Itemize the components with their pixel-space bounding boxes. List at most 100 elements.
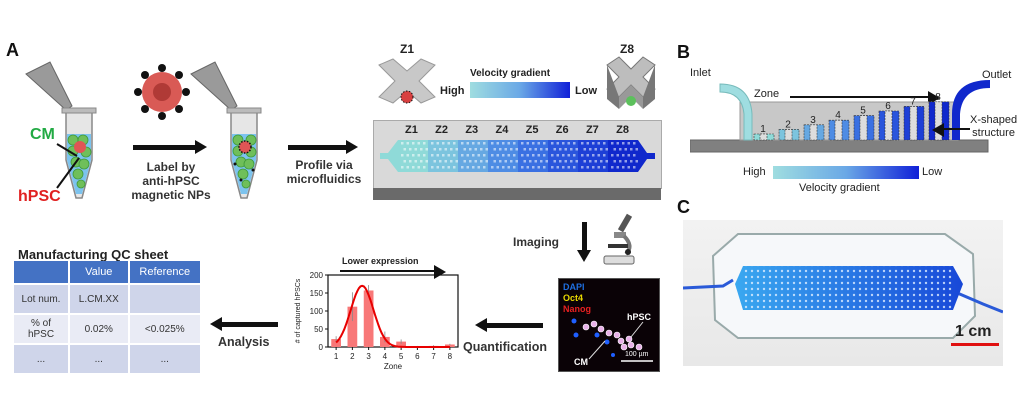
pillar xyxy=(592,154,595,157)
pillar xyxy=(594,160,597,163)
pillar xyxy=(611,142,614,145)
pillar xyxy=(453,154,456,157)
pillar xyxy=(592,142,595,145)
zone-number: 6 xyxy=(885,101,891,112)
pillar xyxy=(581,142,584,145)
pillar xyxy=(420,148,423,151)
pillar xyxy=(532,166,535,169)
pillar xyxy=(491,142,494,145)
pillar xyxy=(466,166,469,169)
chip-outlet xyxy=(638,140,655,172)
x-structure xyxy=(784,129,793,141)
panel-label-a: A xyxy=(6,40,19,60)
y-tick-label: 50 xyxy=(314,325,323,334)
pillar xyxy=(556,142,559,145)
pillar xyxy=(551,166,554,169)
pillar xyxy=(613,148,616,151)
x-tick-label: 8 xyxy=(448,352,453,361)
pillar xyxy=(573,166,576,169)
pillar xyxy=(526,154,529,157)
pillar xyxy=(461,166,464,169)
pillar xyxy=(463,148,466,151)
step4-label: Quantification xyxy=(463,340,548,354)
pillar xyxy=(633,166,636,169)
pillar xyxy=(412,142,415,145)
x-structure xyxy=(859,115,868,141)
qc-cell: L.CM.XX xyxy=(70,285,128,313)
qc-row: % of hPSC 0.02% <0.025% xyxy=(14,315,200,343)
pointer-lines xyxy=(56,143,80,189)
arrow-label-step xyxy=(133,140,207,154)
pillar xyxy=(412,154,415,157)
chip-channel xyxy=(380,140,655,172)
pillar xyxy=(540,160,543,163)
qc-sheet-title: Manufacturing QC sheet xyxy=(18,247,169,262)
pillar xyxy=(553,148,556,151)
pillar xyxy=(425,148,428,151)
zone-label: Z4 xyxy=(495,124,509,136)
pillar xyxy=(447,166,450,169)
pillar xyxy=(477,154,480,157)
step2-label: Profile via microfluidics xyxy=(286,158,362,186)
pillar xyxy=(613,160,616,163)
pillar xyxy=(423,154,426,157)
qc-row: ... ... ... xyxy=(14,345,200,373)
qc-row: Lot num. L.CM.XX xyxy=(14,285,200,313)
pillar xyxy=(633,142,636,145)
pillar xyxy=(605,160,608,163)
pillar xyxy=(423,142,426,145)
pillar xyxy=(466,154,469,157)
zone-number: 8 xyxy=(935,92,941,103)
y-tick-label: 200 xyxy=(310,271,324,280)
pillar xyxy=(559,160,562,163)
x-structure-label: X-shaped structure xyxy=(970,114,1018,139)
pillar xyxy=(507,154,510,157)
pillar xyxy=(480,148,483,151)
zone-number: 1 xyxy=(760,124,766,135)
pillar xyxy=(406,154,409,157)
pillar xyxy=(453,166,456,169)
pillar xyxy=(556,166,559,169)
gradient-title-a: Velocity gradient xyxy=(470,68,551,79)
pillar xyxy=(551,154,554,157)
x-tick-label: 6 xyxy=(415,352,420,361)
y-tick-label: 0 xyxy=(319,343,324,352)
pillar xyxy=(630,148,633,151)
pillar xyxy=(540,148,543,151)
qc-header: Reference xyxy=(129,261,200,283)
gradient-low-b: Low xyxy=(922,166,943,178)
pillar xyxy=(491,166,494,169)
pillar xyxy=(491,154,494,157)
pillar xyxy=(537,154,540,157)
x-tick-label: 3 xyxy=(366,352,371,361)
pillar xyxy=(616,166,619,169)
pillar xyxy=(433,148,436,151)
pillar xyxy=(600,148,603,151)
qc-header: Value xyxy=(70,261,128,283)
arrow-profile-step xyxy=(288,140,358,154)
qc-cell: 0.02% xyxy=(70,315,128,343)
pillar xyxy=(472,142,475,145)
pillar xyxy=(523,148,526,151)
hpsc-cell-icon xyxy=(74,141,86,153)
pillar xyxy=(474,148,477,151)
qc-header xyxy=(14,261,68,283)
pillar xyxy=(414,160,417,163)
x-structure xyxy=(759,133,768,141)
device-photo-drawing xyxy=(682,233,1004,339)
pillar xyxy=(515,160,518,163)
pillar xyxy=(597,166,600,169)
pillar xyxy=(586,142,589,145)
pillar xyxy=(592,166,595,169)
pillar xyxy=(507,166,510,169)
pillar xyxy=(409,148,412,151)
pillar xyxy=(529,148,532,151)
pillar xyxy=(589,148,592,151)
pillar xyxy=(627,154,630,157)
pillar xyxy=(433,160,436,163)
pillar xyxy=(611,166,614,169)
pillar xyxy=(600,160,603,163)
pillar xyxy=(510,148,513,151)
